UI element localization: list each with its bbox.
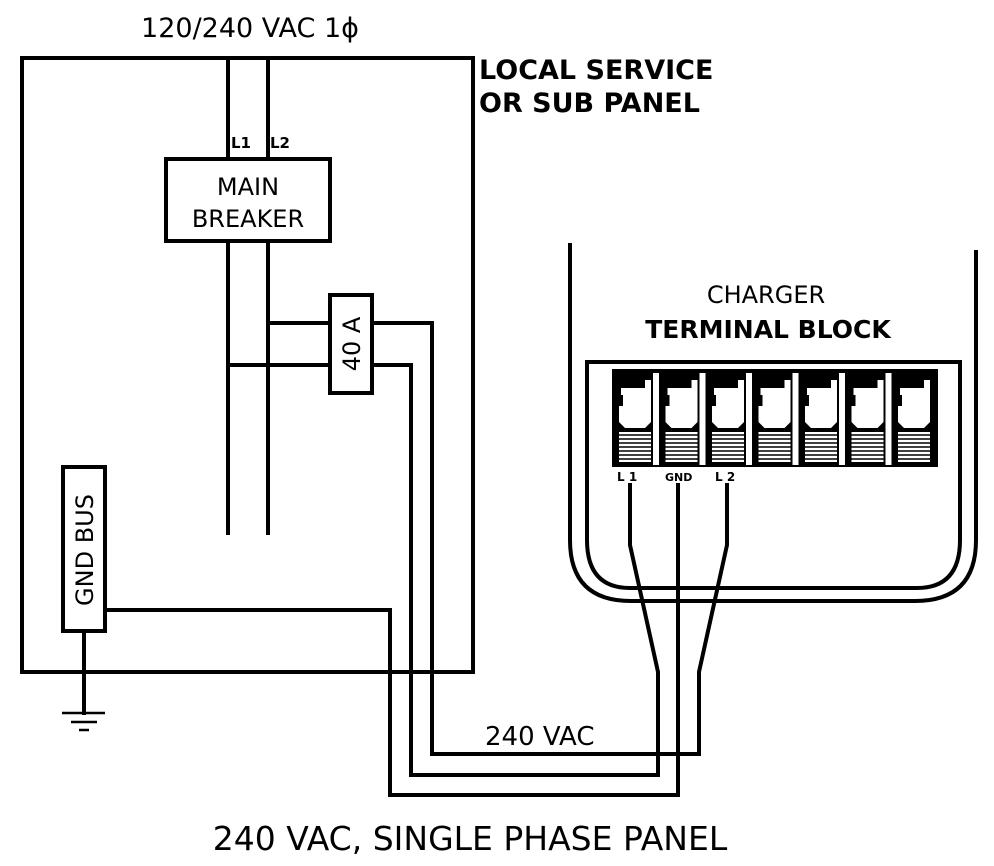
terminal-label-gnd: GND <box>665 471 692 484</box>
terminal-group <box>619 373 938 465</box>
branch-breaker-label: 40 A <box>338 316 366 371</box>
branch-breaker-40a <box>328 293 374 395</box>
main-breaker-label-line2: BREAKER <box>192 205 304 233</box>
terminal <box>619 373 659 465</box>
diagram-title: 240 VAC, SINGLE PHASE PANEL <box>213 819 728 858</box>
ground-bus-label: GND BUS <box>71 494 99 606</box>
terminal <box>712 373 752 465</box>
cable-voltage-label: 240 VAC <box>485 722 595 752</box>
charger-enclosure-inner <box>585 360 962 590</box>
terminal <box>898 373 938 465</box>
l2-wire <box>370 321 729 756</box>
terminal-block-label: TERMINAL BLOCK <box>645 315 892 344</box>
l1-label: L1 <box>231 134 251 152</box>
charger-enclosure-outer <box>568 243 978 603</box>
panel-label-line1: LOCAL SERVICE <box>479 55 713 86</box>
ground-wire <box>103 483 680 797</box>
supply-label: 120/240 VAC 1ϕ <box>141 13 359 44</box>
terminal-label-l2: L 2 <box>715 470 735 484</box>
terminal <box>851 373 892 465</box>
l1-wire <box>370 363 660 777</box>
terminal-label-l1: L 1 <box>617 470 637 484</box>
main-breaker-label-line1: MAIN <box>217 173 279 201</box>
terminal <box>665 373 706 465</box>
panel-enclosure <box>20 56 475 674</box>
panel-label-line2: OR SUB PANEL <box>479 88 700 119</box>
main-breaker <box>164 157 332 243</box>
terminal <box>805 373 845 465</box>
charger-label: CHARGER <box>707 281 825 309</box>
terminal <box>758 373 799 465</box>
earth-ground-icon <box>62 711 105 732</box>
l2-label: L2 <box>270 134 290 152</box>
